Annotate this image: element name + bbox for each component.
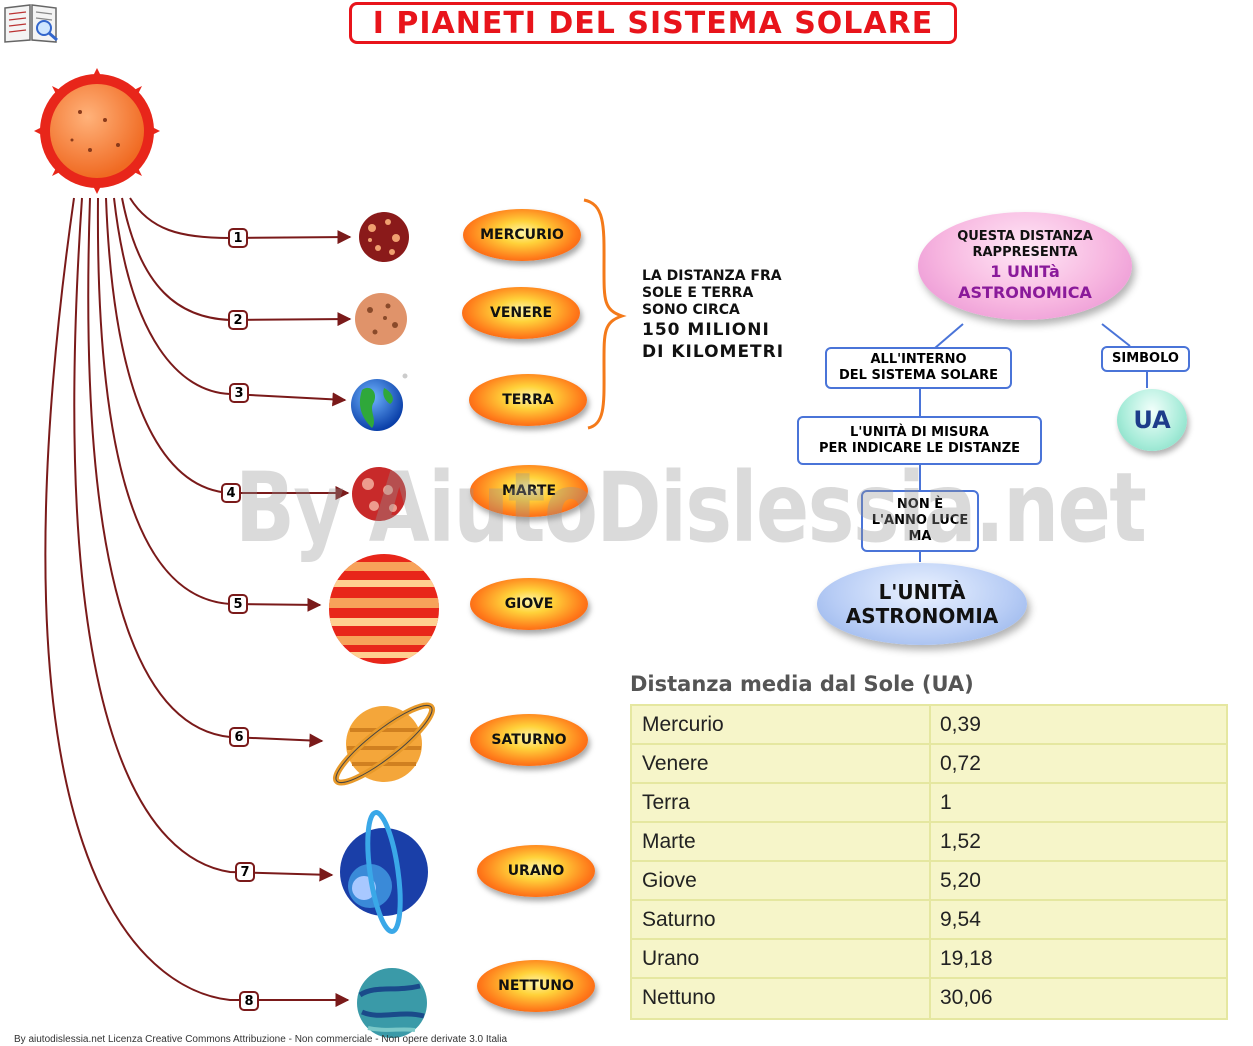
- saturno-icon: [332, 702, 436, 786]
- planet-label-terra: TERRA: [469, 374, 587, 426]
- giove-icon: [329, 554, 439, 664]
- watermark: By AiutoDislessia.net: [235, 452, 1147, 564]
- venere-icon: [355, 293, 407, 345]
- astronomical-unit-node: L'UNITÀ ASTRONOMIA: [817, 563, 1027, 645]
- planet-label-venere: VENERE: [462, 287, 580, 339]
- planet-number-3: 3: [229, 383, 249, 403]
- page-title: I PIANETI DEL SISTEMA SOLARE: [349, 2, 957, 44]
- ua-symbol: UA: [1117, 389, 1187, 451]
- brace-icon: [583, 198, 627, 430]
- planet-number-8: 8: [239, 991, 259, 1011]
- planet-number-5: 5: [228, 594, 248, 614]
- license-footer: By aiutodislessia.net Licenza Creative C…: [14, 1034, 508, 1045]
- distance-note: LA DISTANZA FRA SOLE E TERRA SONO CIRCA …: [642, 268, 785, 362]
- table-title: Distanza media dal Sole (UA): [630, 672, 974, 696]
- symbol-label-box: SIMBOLO: [1101, 346, 1190, 372]
- planet-label-mercurio: MERCURIO: [463, 209, 581, 261]
- connector-2: [121, 197, 352, 327]
- connector-7: [73, 197, 334, 882]
- astronomical-unit-definition: QUESTA DISTANZA RAPPRESENTA 1 UNITà ASTR…: [918, 212, 1132, 320]
- planet-number-4: 4: [221, 483, 241, 503]
- mercurio-icon: [359, 212, 409, 262]
- connector-5: [96, 197, 322, 612]
- concept-map-links: [919, 323, 1148, 562]
- terra-icon: [351, 373, 408, 431]
- nettuno-icon: [357, 968, 427, 1038]
- sun-icon: [34, 68, 160, 194]
- planet-label-urano: URANO: [477, 845, 595, 897]
- planet-number-6: 6: [229, 727, 249, 747]
- connector-1: [129, 197, 352, 245]
- connector-4: [105, 197, 350, 500]
- planet-label-nettuno: NETTUNO: [477, 960, 595, 1012]
- connector-8: [44, 197, 350, 1007]
- planet-label-saturno: SATURNO: [470, 714, 588, 766]
- planet-label-marte: MARTE: [470, 465, 588, 517]
- marte-icon: [352, 467, 406, 521]
- book-icon: [4, 4, 58, 43]
- planet-number-7: 7: [235, 862, 255, 882]
- table-column-divider: [929, 706, 931, 1018]
- planet-number-1: 1: [228, 228, 248, 248]
- urano-icon: [340, 810, 428, 934]
- connector-6: [87, 197, 324, 748]
- solar-system-diagram: [34, 68, 627, 1038]
- connector-3: [113, 197, 347, 407]
- planet-number-2: 2: [228, 310, 248, 330]
- planet-label-giove: GIOVE: [470, 578, 588, 630]
